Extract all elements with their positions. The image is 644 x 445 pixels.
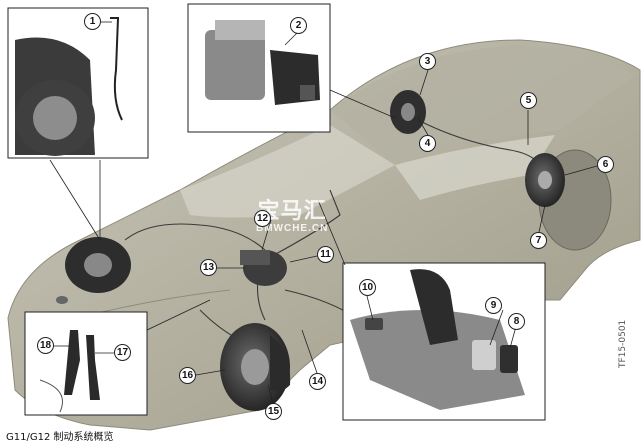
callout-9: 9: [485, 297, 502, 314]
callout-12: 12: [254, 210, 271, 227]
inset-gear-selector: [317, 199, 546, 421]
watermark-url: BMWCHE.CN: [256, 223, 329, 234]
callout-8: 8: [508, 313, 525, 330]
callout-4: 4: [419, 135, 436, 152]
callout-11: 11: [317, 246, 334, 263]
figure-caption: G11/G12 制动系统概览: [6, 432, 114, 443]
inset-connectors: [24, 299, 211, 416]
callout-16: 16: [179, 367, 196, 384]
steering-column-unit: [390, 90, 426, 134]
front-brake-disc: [220, 323, 291, 411]
callout-15: 15: [265, 403, 282, 420]
rear-brake-disc: [525, 153, 565, 207]
callout-2: 2: [290, 17, 307, 34]
callout-17: 17: [114, 344, 131, 361]
callout-10: 10: [359, 279, 376, 296]
figure-id: TF15-0501: [618, 319, 628, 368]
callout-7: 7: [530, 232, 547, 249]
callout-3: 3: [419, 53, 436, 70]
brake-booster: [240, 250, 287, 286]
callout-13: 13: [200, 259, 217, 276]
front-backing-plate: [65, 237, 131, 293]
callout-18: 18: [37, 337, 54, 354]
callout-6: 6: [597, 156, 614, 173]
callout-1: 1: [84, 13, 101, 30]
callout-5: 5: [520, 92, 537, 109]
callout-14: 14: [309, 373, 326, 390]
inset-wheel-speed-sensor: [7, 7, 149, 241]
